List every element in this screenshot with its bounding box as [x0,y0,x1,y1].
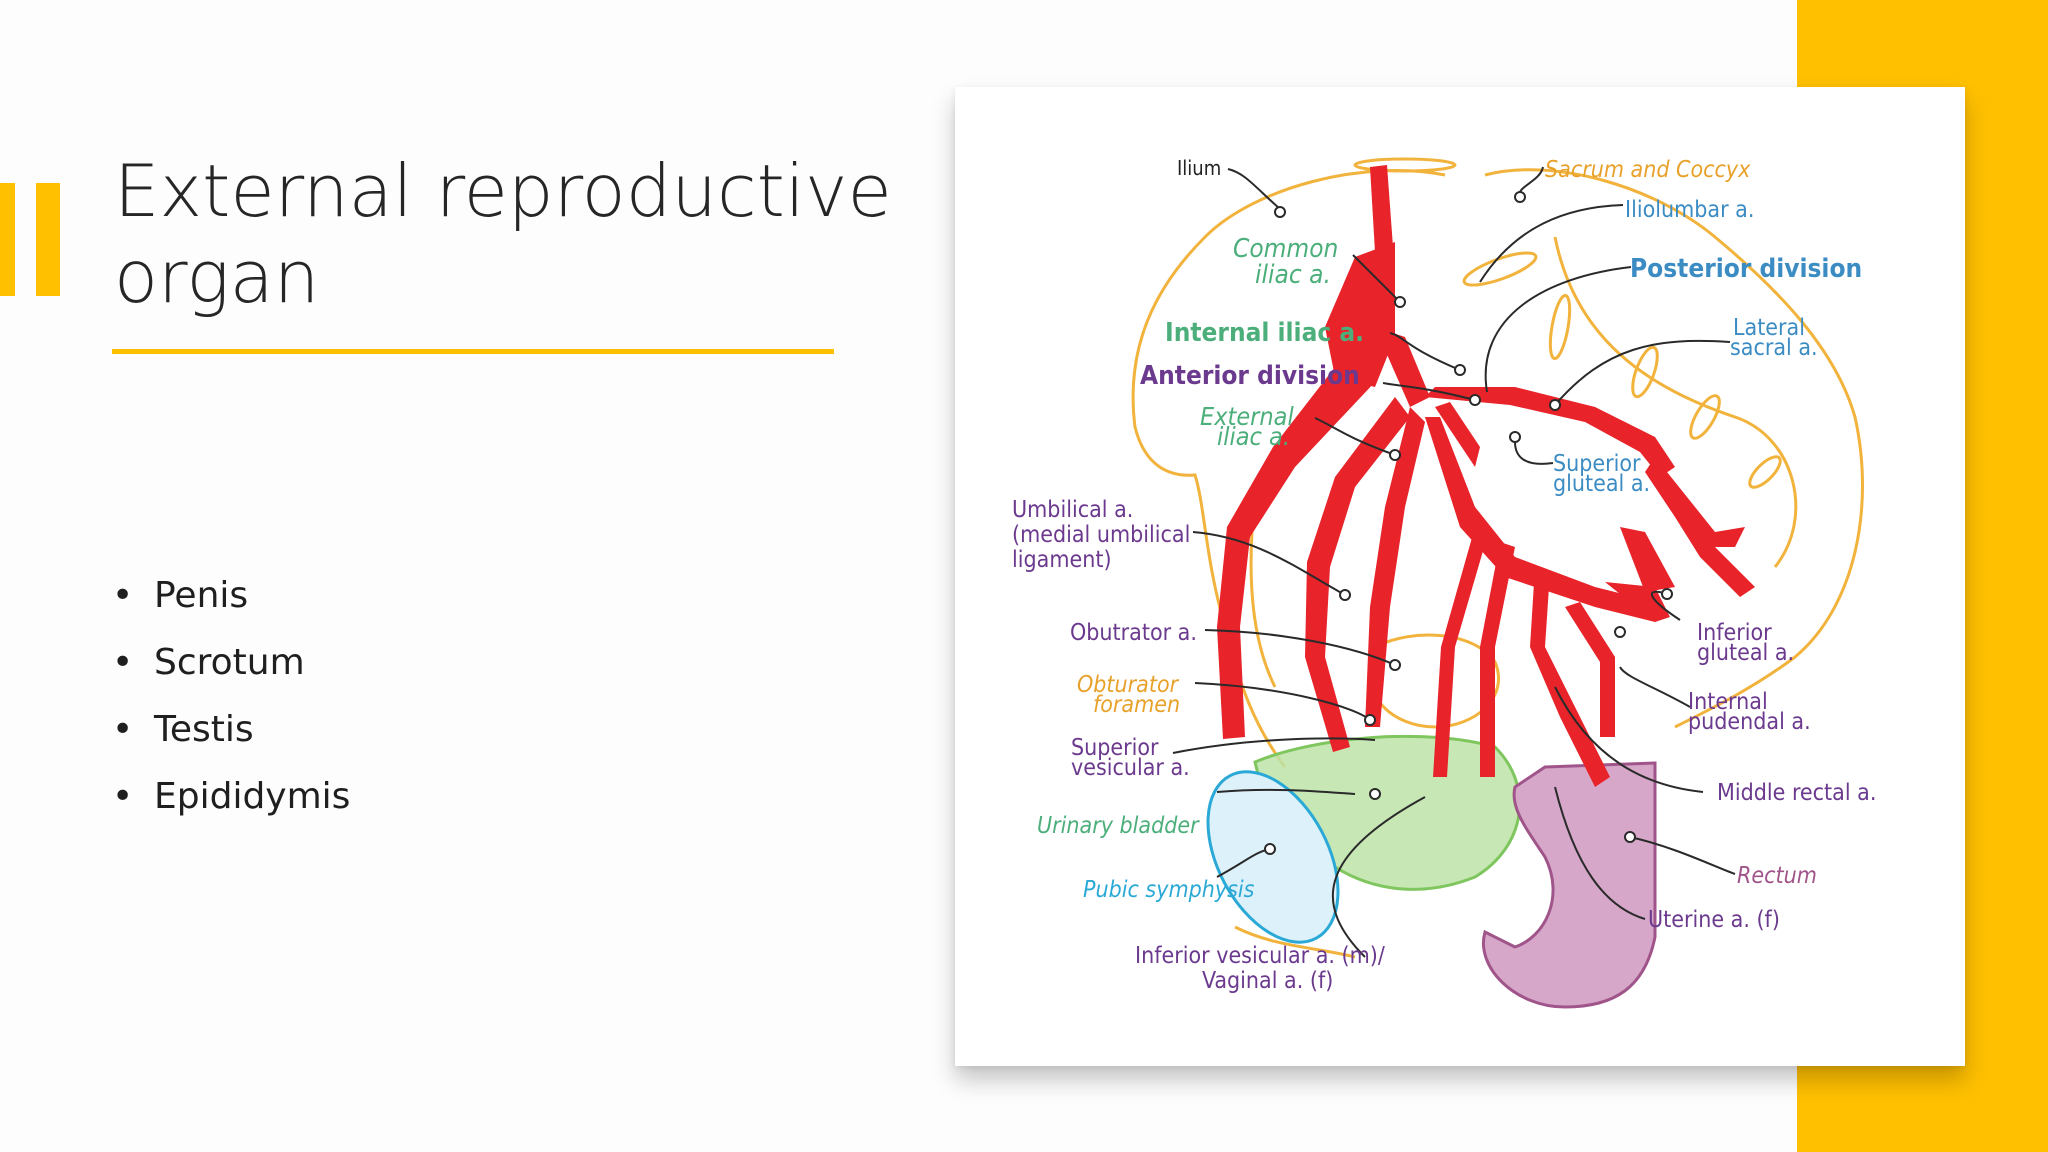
label-obturator-artery: Obutrator a. [1070,620,1197,646]
bullet-text: Testis [154,709,254,750]
label-uterine: Uterine a. (f) [1648,907,1780,933]
artery-tree [1217,165,1755,787]
label-inferior-vesicular-1: Inferior vesicular a. (m)/ [1135,943,1385,969]
label-superior-vesicular-1: Superior [1071,735,1159,761]
pelvic-arteries-diagram: Ilium Sacrum and Coccyx Iliolumbar a. Po… [1012,156,1876,1009]
quote-mark-icon [0,183,60,296]
label-posterior-division: Posterior division [1630,254,1862,284]
label-pubic-symphysis: Pubic symphysis [1083,877,1255,903]
label-external-iliac-2: iliac a. [1217,422,1290,451]
title-line-1: External reproductive [114,149,892,233]
label-internal-pudendal-2: pudendal a. [1688,709,1811,735]
leader-lines [1172,166,1736,958]
title-line-2: organ [114,235,320,319]
label-obturator-foramen-1: Obturator [1077,672,1180,698]
pubic-symphysis-shape [1206,770,1340,944]
diagram-labels: Ilium Sacrum and Coccyx Iliolumbar a. Po… [1012,156,1876,994]
label-common-iliac-2: iliac a. [1255,260,1331,290]
label-inferior-gluteal-1: Inferior [1697,620,1772,646]
label-superior-gluteal-1: Superior [1553,451,1641,477]
label-inferior-vesicular-2: Vaginal a. (f) [1202,968,1333,994]
label-middle-rectal: Middle rectal a. [1717,780,1876,806]
bullet-item: •Penis [112,575,249,616]
label-internal-iliac: Internal iliac a. [1165,318,1364,348]
label-common-iliac-1: Common [1233,234,1338,264]
slide-title: External reproductive organ [114,148,892,320]
label-superior-vesicular-2: vesicular a. [1071,755,1190,781]
label-obturator-foramen-2: foramen [1093,692,1180,718]
label-ilium: Ilium [1177,156,1221,180]
bullet-text: Penis [154,575,249,616]
pelvis-outline [1131,157,1864,959]
bullet-item: •Epididymis [112,776,351,817]
diagram-card: Ilium Sacrum and Coccyx Iliolumbar a. Po… [955,87,1965,1066]
label-internal-pudendal-1: Internal [1688,689,1768,715]
label-lateral-sacral-1: Lateral [1733,315,1805,341]
label-umbilical-2: (medial umbilical [1012,522,1190,548]
bullet-item: •Testis [112,709,254,750]
label-sacrum: Sacrum and Coccyx [1545,157,1751,183]
bullet-item: •Scrotum [112,642,305,683]
rectum-shape [1482,761,1657,1009]
label-iliolumbar: Iliolumbar a. [1625,197,1754,223]
bullet-text: Scrotum [154,642,305,683]
bullet-list: •Penis •Scrotum •Testis •Epididymis [112,562,350,830]
label-rectum: Rectum [1737,863,1817,889]
bullet-text: Epididymis [154,776,351,817]
label-lateral-sacral-2: sacral a. [1730,335,1818,361]
label-urinary-bladder: Urinary bladder [1037,813,1200,839]
label-umbilical-1: Umbilical a. [1012,497,1133,523]
label-superior-gluteal-2: gluteal a. [1553,471,1650,497]
label-inferior-gluteal-2: gluteal a. [1697,640,1794,666]
label-anterior-division: Anterior division [1140,361,1360,391]
label-anchors [1264,191,1673,855]
title-underline [112,349,834,354]
label-external-iliac-1: External [1200,402,1294,431]
label-umbilical-3: ligament) [1012,547,1112,573]
